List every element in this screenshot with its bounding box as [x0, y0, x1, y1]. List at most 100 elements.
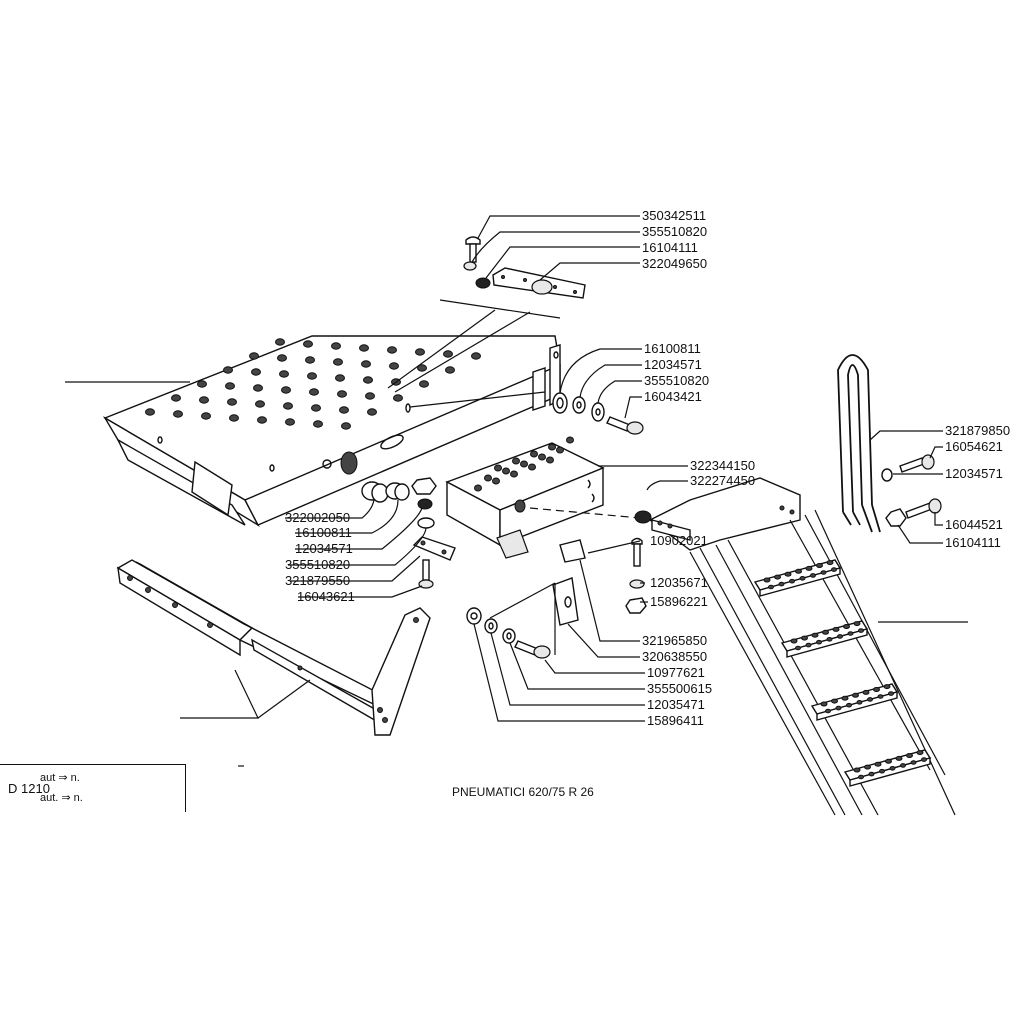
ladder-step-hole [768, 584, 774, 590]
ladder-step-hole [906, 753, 913, 758]
left-bracket [116, 559, 431, 736]
platform-hole [285, 418, 295, 426]
platform-hole [415, 348, 425, 356]
ladder-step-hole [858, 628, 864, 633]
part-label: 15896221 [650, 594, 708, 609]
platform-hole [255, 400, 265, 408]
serial-range-2: aut. ⇒ n. [40, 792, 83, 804]
box-hole [520, 460, 528, 468]
ladder-step-hole [826, 637, 833, 642]
part-label: 355510820 [285, 557, 350, 572]
step-platform [103, 335, 561, 527]
platform-hole [331, 342, 341, 350]
ladder-step-hole [820, 701, 828, 707]
ladder-step-hole [790, 638, 798, 644]
ladder-step-hole [763, 577, 771, 583]
platform-hole [363, 376, 373, 384]
ladder-step-hole [874, 761, 882, 767]
ladder-steps [753, 559, 932, 787]
platform-hole [253, 384, 263, 392]
ladder-step-hole [873, 687, 880, 692]
box-hole [566, 436, 574, 444]
part-label: 12034571 [644, 357, 702, 372]
box-hole [530, 450, 538, 458]
part-label: 12034571 [945, 466, 1003, 481]
platform-hole [309, 388, 319, 396]
part-label: 15896411 [647, 713, 704, 728]
platform-hole [249, 352, 259, 360]
part-label: 10902021 [650, 533, 708, 548]
part-label: 12034571 [295, 541, 353, 556]
platform-hole [257, 416, 267, 424]
ladder-step-hole [883, 684, 891, 690]
ladder-step-hole [837, 634, 843, 639]
drawing-code: D 1210 [8, 781, 50, 796]
ladder-step-hole [799, 576, 806, 581]
ladder-step-hole [820, 570, 827, 575]
part-label: 350342511 [642, 208, 706, 223]
ladder-step-hole [910, 760, 917, 765]
tyre-spec-caption: PNEUMATICI 620/75 R 26 [452, 785, 594, 799]
ladder-step-hole [868, 771, 875, 777]
part-label: 321879850 [945, 423, 1010, 438]
ladder-step-hole [916, 750, 924, 756]
box-hole [484, 474, 492, 482]
ladder-step-hole [853, 621, 861, 627]
ladder-step-hole [841, 695, 849, 701]
platform-hole [171, 394, 181, 402]
ladder-step-hole [921, 757, 927, 762]
platform-hole [471, 352, 481, 360]
access-ladder [648, 477, 956, 816]
platform-hole [313, 420, 323, 428]
platform-hole [197, 380, 207, 388]
box-hole [546, 456, 554, 464]
ladder-step-hole [822, 629, 829, 635]
ladder-step-hole [862, 689, 870, 695]
box-hole [512, 457, 520, 465]
ladder-step-hole [856, 700, 863, 705]
part-label: 322274450 [690, 473, 755, 488]
platform-hole [303, 340, 313, 348]
right-hardware [552, 392, 644, 435]
box-hole [502, 467, 510, 475]
ladder-step-hole [810, 573, 816, 578]
platform-hole [145, 408, 155, 416]
part-label: 322344150 [690, 458, 755, 473]
ladder-step-hole [888, 691, 894, 696]
ladder-step-hole [774, 574, 781, 580]
platform-hole [227, 398, 237, 406]
ladder-step-hole [900, 763, 906, 768]
part-label: 16043621 [297, 589, 355, 604]
part-label: 321879550 [285, 573, 350, 588]
ladder-step-hole [846, 702, 852, 708]
box-hole [494, 464, 502, 472]
part-label: 322049650 [642, 256, 707, 271]
part-label: 16100811 [644, 341, 701, 356]
ladder-step-hole [858, 774, 864, 780]
ladder-step-hole [816, 563, 823, 568]
platform-hole [305, 356, 315, 364]
ladder-step-hole [825, 708, 831, 714]
ladder-step-hole [835, 705, 842, 711]
platform-hole [387, 346, 397, 354]
ladder-step-hole [847, 631, 854, 636]
platform-hole [307, 372, 317, 380]
ladder-step-hole [879, 768, 885, 774]
platform-hole [279, 370, 289, 378]
platform-hole [199, 396, 209, 404]
box-hole [528, 463, 536, 471]
platform-hole [223, 366, 233, 374]
platform-hole [251, 368, 261, 376]
ladder-step-hole [784, 571, 792, 577]
part-label: 16054621 [945, 439, 1003, 454]
platform-hole [341, 422, 351, 430]
platform-hole [443, 350, 453, 358]
ladder-step-hole [805, 642, 812, 648]
platform-hole [393, 394, 403, 402]
part-label: 12035471 [647, 697, 705, 712]
platform-hole [333, 358, 343, 366]
ladder-step-hole [853, 767, 861, 773]
ladder-step-hole [795, 645, 801, 651]
ladder-step-hole [789, 578, 795, 584]
